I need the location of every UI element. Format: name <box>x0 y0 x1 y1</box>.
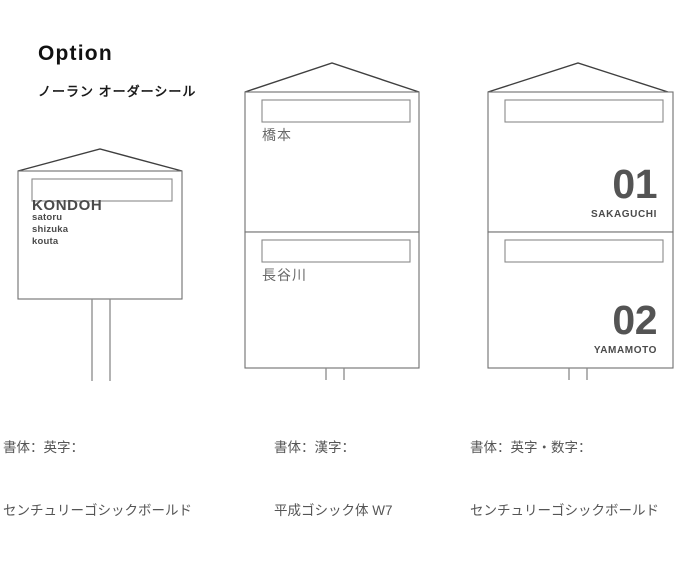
caption-figure-1-line2: センチュリーゴシックボールド <box>3 502 192 518</box>
roof-outline <box>487 62 669 93</box>
seal-name-kondoh: KONDOH <box>32 197 103 214</box>
seal-name-hasegawa: 長谷川 <box>262 267 307 283</box>
mailbox-drawing-double-kanji <box>244 62 420 380</box>
mail-slot-lower <box>504 239 664 263</box>
caption-figure-2-line2: 平成ゴシック体 W7 <box>274 502 393 518</box>
mail-slot-upper <box>504 99 664 123</box>
mailbox-figure-double-number: 01 SAKAGUCHI 02 YAMAMOTO <box>483 60 678 380</box>
caption-figure-2: 書体：漢字： 平成ゴシック体 W7 <box>274 396 393 563</box>
seal-number-02: 02 <box>612 297 657 343</box>
roof-outline <box>244 62 420 93</box>
mail-slot-lower <box>261 239 411 263</box>
caption-figure-3-line2: センチュリーゴシックボールド <box>470 502 659 518</box>
page-title: Option <box>38 42 113 65</box>
diagram-canvas: Option ノーラン オーダーシール KONDOH satoru shizuk… <box>3 42 678 518</box>
caption-figure-2-line1: 書体：漢字： <box>274 439 355 455</box>
caption-figure-3-line1: 書体：英字・数字： <box>470 439 592 455</box>
seal-member-list-kondoh: satoru shizuka kouta <box>32 212 69 248</box>
caption-figure-1-line1: 書体：英字： <box>3 439 84 455</box>
mailbox-figure-single-english: KONDOH satoru shizuka kouta <box>10 146 210 381</box>
caption-figure-1: 書体：英字： センチュリーゴシックボールド <box>3 396 192 563</box>
mailbox-drawing-single <box>17 148 183 381</box>
seal-name-hashimoto: 橋本 <box>262 127 292 143</box>
mail-slot-upper <box>261 99 411 123</box>
mailbox-figure-double-kanji: 橋本 長谷川 <box>240 60 430 380</box>
mail-slot <box>31 178 173 202</box>
seal-number-01: 01 <box>612 161 657 207</box>
roof-outline <box>17 148 183 172</box>
seal-name-yamamoto: YAMAMOTO <box>593 345 657 356</box>
mailbox-drawing-double-number <box>487 62 674 380</box>
page-subtitle: ノーラン オーダーシール <box>38 84 197 99</box>
seal-name-sakaguchi: SAKAGUCHI <box>591 209 657 220</box>
caption-figure-3: 書体：英字・数字： センチュリーゴシックボールド <box>470 396 659 563</box>
